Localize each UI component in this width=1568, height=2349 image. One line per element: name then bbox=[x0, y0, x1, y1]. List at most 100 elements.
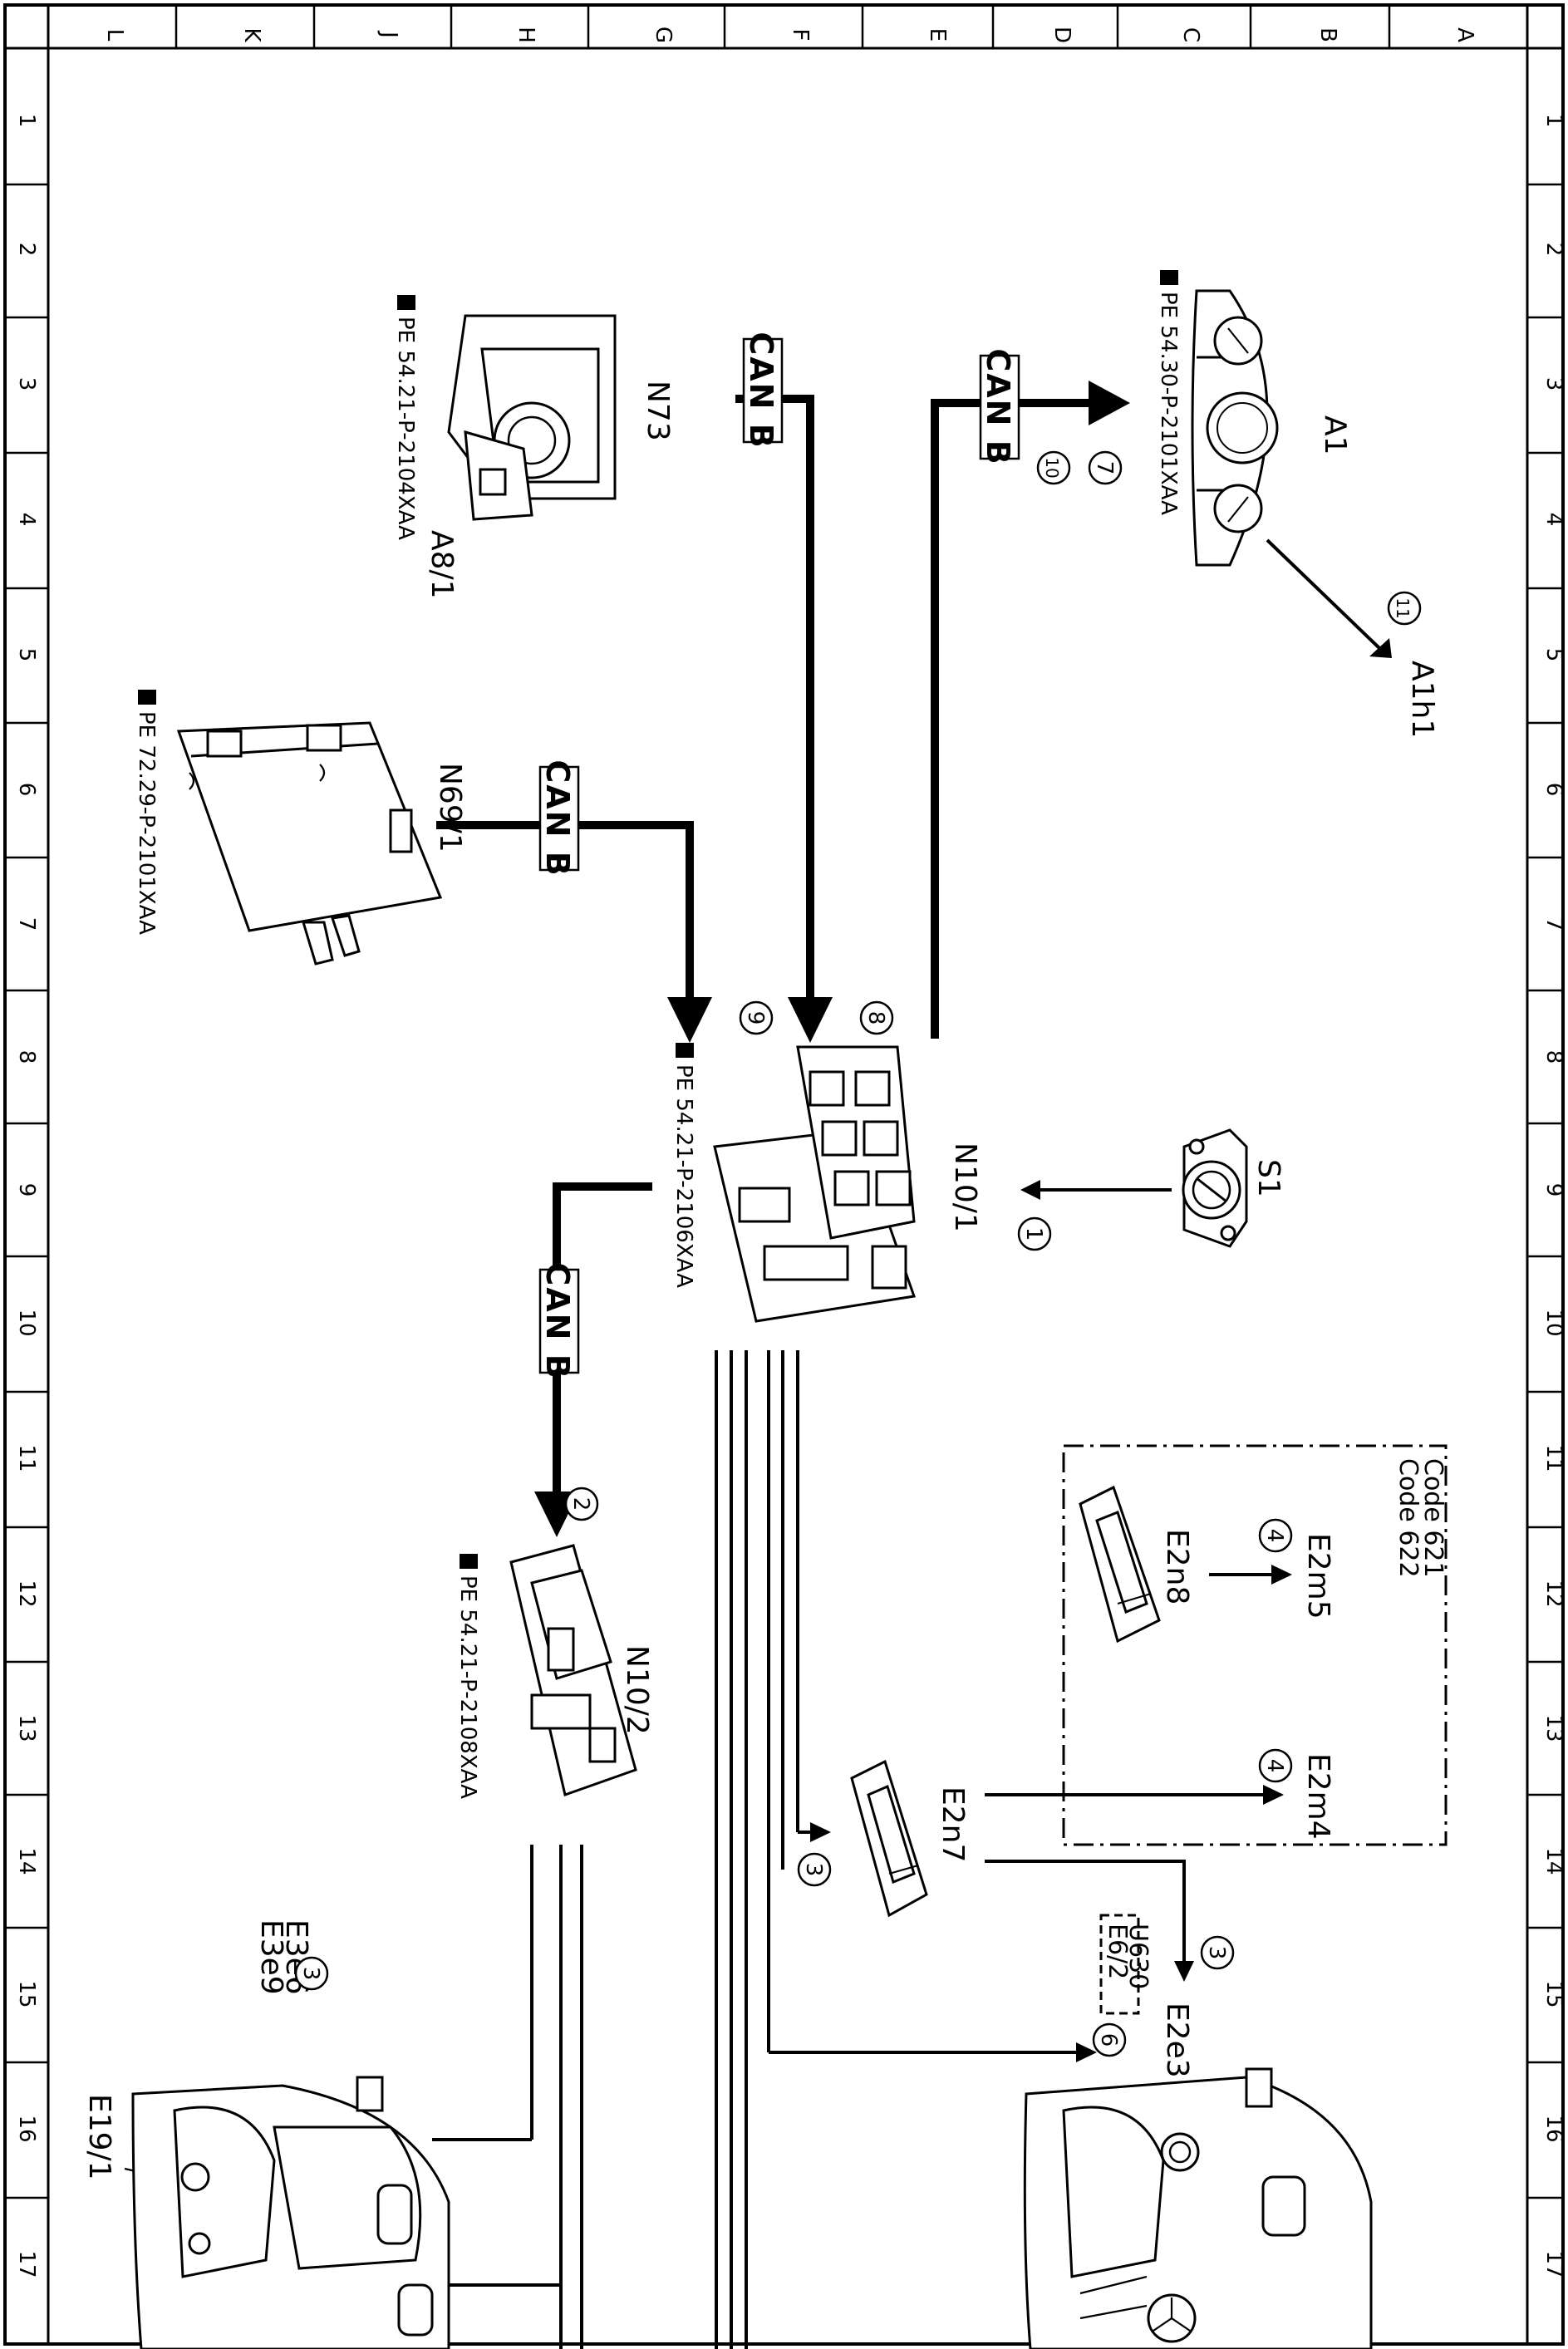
row-label: 16 bbox=[1541, 2115, 1566, 2142]
callout-2: 2 bbox=[568, 1497, 593, 1511]
row-label: 9 bbox=[14, 1183, 39, 1197]
row-label: 8 bbox=[1541, 1050, 1566, 1064]
callout-3: 3 bbox=[298, 1967, 323, 1981]
component-labels: A1 A1h1 A8/1 N73 N69/1 N10/1 N10/2 S1 E2… bbox=[82, 381, 1439, 2180]
callout-7: 7 bbox=[1092, 461, 1117, 475]
module-n69-1 bbox=[176, 721, 443, 966]
ref-a1: PE 54.30-P-2101XAA bbox=[1156, 292, 1181, 515]
callout-6: 6 bbox=[1096, 2033, 1121, 2047]
col-label: L bbox=[102, 29, 127, 42]
row-label: 1 bbox=[1541, 114, 1566, 128]
row-label: 13 bbox=[14, 1714, 39, 1742]
row-label: 16 bbox=[14, 2115, 39, 2142]
row-label: 14 bbox=[14, 1847, 39, 1875]
wiring-lines bbox=[124, 538, 1392, 2349]
manual-ref-icon bbox=[460, 1554, 478, 1569]
label-n73: N73 bbox=[641, 381, 675, 441]
row-label: 2 bbox=[14, 243, 39, 257]
row-label: 11 bbox=[14, 1444, 39, 1472]
col-label: C bbox=[1178, 27, 1203, 42]
label-e2n8: E2n8 bbox=[1160, 1529, 1194, 1604]
row-label: 7 bbox=[1541, 917, 1566, 931]
row-label: 8 bbox=[14, 1050, 39, 1064]
callout-3: 3 bbox=[1204, 1946, 1229, 1960]
label-e19-1: E19/1 bbox=[82, 2094, 116, 2180]
manual-ref-icon bbox=[397, 295, 415, 310]
callout-9: 9 bbox=[743, 1011, 768, 1025]
row-label: 9 bbox=[1541, 1183, 1566, 1197]
label-a8-1: A8/1 bbox=[425, 530, 459, 599]
label-e2m5: E2m5 bbox=[1301, 1533, 1335, 1619]
label-n10-2: N10/2 bbox=[620, 1645, 654, 1735]
row-label: 12 bbox=[14, 1580, 39, 1607]
code-622: Code 622 bbox=[1394, 1458, 1423, 1578]
label-a1: A1 bbox=[1318, 415, 1352, 455]
label-e2n7: E2n7 bbox=[936, 1786, 970, 1862]
row-label: 15 bbox=[1541, 1980, 1566, 2007]
headlamp-left bbox=[131, 2076, 450, 2349]
callout-3: 3 bbox=[801, 1863, 826, 1877]
ignition-switch-n73 bbox=[447, 314, 617, 521]
control-unit-n10-2 bbox=[509, 1544, 637, 1796]
label-a1h1: A1h1 bbox=[1405, 661, 1439, 738]
row-label: 4 bbox=[1541, 513, 1566, 527]
callout-8: 8 bbox=[863, 1011, 888, 1025]
numbered-callouts: 1 2 3 3 3 4 4 6 7 8 9 10 11 bbox=[294, 450, 1422, 2057]
column-labels: L K J H G F E D C B A bbox=[102, 27, 1477, 43]
row-label: 1 bbox=[14, 114, 39, 128]
headlamp-right bbox=[1023, 2067, 1373, 2349]
col-label: G bbox=[651, 27, 676, 43]
manual-ref-icon bbox=[676, 1043, 694, 1058]
row-label: 12 bbox=[1541, 1580, 1566, 1607]
module-e2n7 bbox=[850, 1759, 928, 1918]
instrument-cluster-a1 bbox=[1191, 289, 1279, 567]
ref-n10-1: PE 54.21-P-2106XAA bbox=[671, 1064, 696, 1288]
module-e2n8 bbox=[1079, 1485, 1161, 1644]
can-b-label: CAN B bbox=[980, 348, 1016, 465]
col-label: A bbox=[1452, 27, 1477, 42]
row-label: 5 bbox=[1541, 648, 1566, 662]
code-e6-2: E6/2 bbox=[1103, 1924, 1132, 1979]
manual-ref-icon bbox=[138, 690, 156, 705]
callout-4: 4 bbox=[1262, 1759, 1287, 1773]
ref-n69-1: PE 72.29-P-2101XAA bbox=[134, 711, 159, 935]
can-b-label: CAN B bbox=[539, 1262, 576, 1379]
ref-a8-1: PE 54.21-P-2104XAA bbox=[393, 317, 418, 540]
label-e3e9: E3e9 bbox=[254, 1919, 288, 1995]
row-label: 5 bbox=[14, 648, 39, 662]
row-label: 17 bbox=[14, 2250, 39, 2278]
can-b-labels: CAN B CAN B CAN B CAN B bbox=[538, 332, 1020, 1380]
reference-labels: PE 54.21-P-2104XAA PE 54.30-P-2101XAA PE… bbox=[134, 270, 1181, 1799]
can-b-label: CAN B bbox=[743, 332, 779, 449]
callout-1: 1 bbox=[1021, 1227, 1046, 1241]
col-label: B bbox=[1315, 27, 1340, 42]
label-n10-1: N10/1 bbox=[948, 1143, 982, 1232]
row-label: 6 bbox=[1541, 783, 1566, 797]
code-labels: Code 621 Code 622 U630 E6/2 bbox=[1103, 1458, 1448, 1989]
row-label: 3 bbox=[14, 377, 39, 391]
row-labels-right: 1 2 3 4 5 6 7 8 9 10 11 12 13 14 15 16 1… bbox=[1541, 114, 1566, 2278]
row-label: 17 bbox=[1541, 2250, 1566, 2278]
manual-ref-icon bbox=[1160, 270, 1178, 285]
callout-10: 10 bbox=[1042, 457, 1062, 478]
label-n69-1: N69/1 bbox=[433, 763, 467, 853]
row-label: 11 bbox=[1541, 1444, 1566, 1472]
can-b-label: CAN B bbox=[539, 759, 576, 877]
code-option-box bbox=[1062, 1444, 1448, 2015]
control-unit-n10-1 bbox=[713, 1045, 917, 1323]
label-s1: S1 bbox=[1251, 1159, 1285, 1197]
callout-11: 11 bbox=[1393, 597, 1413, 618]
row-labels-left: 1 2 3 4 5 6 7 8 9 10 11 12 13 14 15 16 1… bbox=[14, 114, 39, 2278]
light-switch-s1 bbox=[1182, 1128, 1248, 1248]
row-label: 15 bbox=[14, 1980, 39, 2007]
code-u630: U630 bbox=[1123, 1924, 1153, 1989]
label-e2e3: E2e3 bbox=[1160, 2003, 1194, 2078]
col-label: F bbox=[788, 29, 813, 42]
row-label: 10 bbox=[1541, 1309, 1566, 1336]
col-label: E bbox=[925, 28, 950, 42]
row-label: 3 bbox=[1541, 377, 1566, 391]
label-e2m4: E2m4 bbox=[1301, 1753, 1335, 1840]
drawing-frame bbox=[3, 3, 1565, 2346]
col-label: H bbox=[514, 27, 538, 43]
